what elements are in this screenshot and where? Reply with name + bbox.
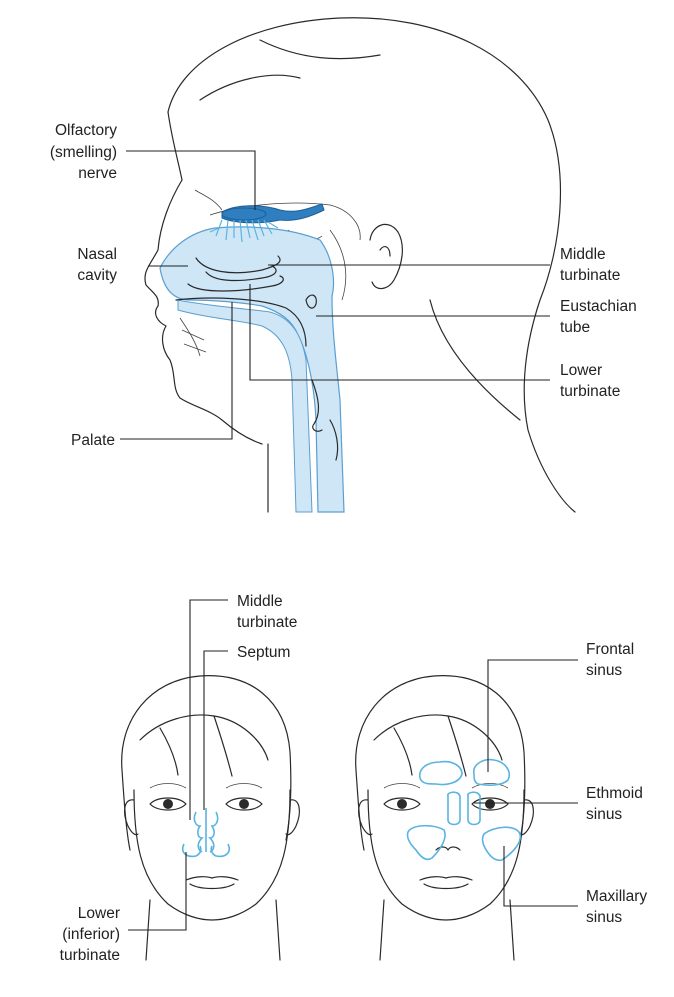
front-middle-turbinate-label-line1: Middle	[237, 593, 283, 610]
oral-cavity-shape	[177, 299, 313, 513]
palate-curve	[175, 297, 307, 347]
lower-turbinate-leader	[249, 284, 550, 381]
frontal-sinus-right-shape	[473, 758, 510, 786]
palate-label: Palate	[71, 432, 115, 449]
eustachian-tube-label-line1: Eustachian	[560, 298, 637, 315]
front-right-labels: Frontal sinus Ethmoid sinus Maxillary si…	[586, 641, 647, 926]
frontal-sinus-left-shape	[418, 760, 463, 786]
nasal-cavity-label-line2: cavity	[77, 267, 117, 284]
maxillary-sinus-left-shape	[406, 824, 446, 861]
lower-inferior-turbinate-label-line2: (inferior)	[62, 926, 120, 943]
upper-turbinate-curve	[195, 255, 281, 274]
front-right-leaders	[474, 659, 578, 907]
side-view-labels: Olfactory (smelling) nerve Nasal cavity …	[50, 122, 637, 449]
frontal-sinus-leader	[487, 659, 578, 772]
airway-region	[159, 226, 345, 513]
maxillary-sinus-label-line2: sinus	[586, 909, 622, 926]
ethmoid-sinus-label-line1: Ethmoid	[586, 785, 643, 802]
maxillary-sinus-leader	[503, 846, 578, 907]
middle-turbinate-label-line2: turbinate	[560, 267, 620, 284]
maxillary-sinus-right-shape	[481, 826, 522, 862]
maxillary-sinus-label-line1: Maxillary	[586, 888, 647, 905]
front-left-leaders	[128, 599, 228, 931]
lower-turbinate-curve	[187, 275, 284, 292]
olfactory-nerve	[209, 203, 325, 243]
front-left-labels: Middle turbinate Septum Lower (inferior)…	[60, 593, 298, 964]
middle-turbinate-label-line1: Middle	[560, 246, 606, 263]
ethmoid-sinus-left-shape	[447, 791, 461, 826]
ethmoid-sinus-right-shape	[467, 791, 481, 826]
lower-turbinate-label-line1: Lower	[560, 362, 602, 379]
palate-leader	[120, 302, 233, 440]
olfactory-label-line3: nerve	[78, 165, 117, 182]
septum-leader	[203, 650, 228, 810]
olfactory-label-line1: Olfactory	[55, 122, 117, 139]
sinus-shapes	[406, 758, 522, 862]
lower-inferior-turbinate-label-line1: Lower	[78, 905, 120, 922]
frontal-sinus-label-line2: sinus	[586, 662, 622, 679]
nasal-cavity-label-line1: Nasal	[77, 246, 117, 263]
olfactory-leader	[126, 150, 256, 210]
olfactory-label-line2: (smelling)	[50, 144, 117, 161]
front-face-right-illustration	[355, 675, 534, 961]
lower-inferior-turbinate-label-line3: turbinate	[60, 947, 120, 964]
lower-turbinate-label-line2: turbinate	[560, 383, 620, 400]
front-middle-turbinate-leader	[189, 599, 228, 820]
septum-label: Septum	[237, 644, 290, 661]
front-middle-turbinate-label-line2: turbinate	[237, 614, 297, 631]
side-view-leaders	[120, 150, 550, 440]
front-face-left-illustration	[121, 675, 300, 961]
eustachian-tube-label-line2: tube	[560, 319, 590, 336]
nasal-cavity-shape	[159, 226, 345, 513]
frontal-sinus-label-line1: Frontal	[586, 641, 634, 658]
lower-turbinate-front-leader	[128, 852, 187, 931]
front-nasal-turbinates	[181, 808, 231, 858]
ethmoid-sinus-label-line2: sinus	[586, 806, 622, 823]
middle-turbinate-curve	[205, 265, 277, 282]
